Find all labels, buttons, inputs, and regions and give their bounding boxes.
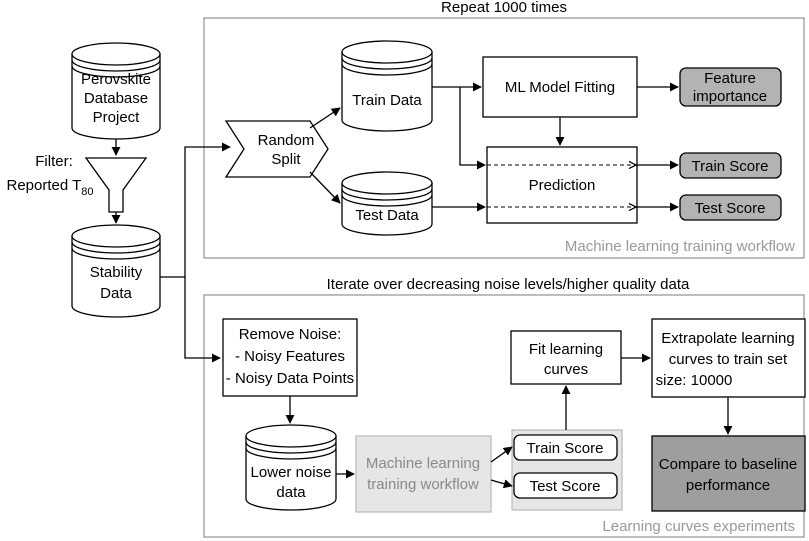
feature-importance-box <box>679 67 782 107</box>
filter-label-line1: Filter: <box>35 153 73 170</box>
filter-funnel-icon <box>84 157 148 213</box>
extrapolate-line1: Extrapolate learning <box>661 330 794 347</box>
fit-learning-curves-box <box>510 330 622 385</box>
workflow-panel-header: Repeat 1000 times <box>441 0 567 16</box>
test-score-box <box>679 194 782 221</box>
arrow-stability-to-remove-noise <box>184 277 221 363</box>
stability-data-cylinder: Stability Data <box>71 224 161 318</box>
extrapolate-box <box>651 318 806 398</box>
ml-workflow-line1: Machine learning <box>366 455 480 472</box>
lower-noise-line1: Lower noise <box>251 464 332 481</box>
test-data-cylinder: Test Data <box>341 171 433 236</box>
curves-panel-frame <box>203 294 805 538</box>
feature-importance-line1: Feature <box>704 70 756 87</box>
ml-workflow-box <box>355 435 492 513</box>
fit-curves-line2: curves <box>544 361 588 378</box>
arrow-split-to-test <box>309 171 341 204</box>
test-data-label: Test Data <box>355 207 419 224</box>
extrapolate-line3: size: 10000 <box>656 372 733 389</box>
prediction-label: Prediction <box>529 177 596 194</box>
curves-panel-footer: Learning curves experiments <box>602 518 795 535</box>
ml-model-fitting-box <box>482 56 638 118</box>
lc-test-score-label: Test Score <box>530 478 601 495</box>
lc-test-score-box <box>513 472 618 499</box>
extrapolate-line2: curves to train set <box>669 351 788 368</box>
feature-importance-line2: importance <box>693 88 767 105</box>
arrow-train-to-prediction <box>459 87 486 170</box>
perovskite-database-cylinder: Perovskite Database Project <box>71 42 161 140</box>
lc-train-score-box <box>513 434 618 461</box>
lc-train-score-label: Train Score <box>527 440 604 457</box>
random-split-line2: Split <box>271 151 301 168</box>
remove-noise-box <box>222 318 358 397</box>
arrow-stability-to-random-split <box>160 142 231 278</box>
remove-noise-line1: Remove Noise: <box>239 326 342 343</box>
source-label-line1: Perovskite <box>81 71 151 88</box>
fit-curves-line1: Fit learning <box>529 341 603 358</box>
prediction-box <box>486 146 638 224</box>
stability-label-line2: Data <box>100 285 132 302</box>
remove-noise-line2: - Noisy Features <box>235 348 345 365</box>
remove-noise-line3: - Noisy Data Points <box>226 370 354 387</box>
train-data-label: Train Data <box>352 92 422 109</box>
ml-workflow-line2: training workflow <box>367 476 479 493</box>
workflow-panel-footer: Machine learning training workflow <box>565 238 795 255</box>
arrow-workflow-to-test-score <box>490 479 513 489</box>
filter-label-line2: Reported T80 <box>6 177 93 198</box>
random-split-shape: Random Split <box>224 120 329 178</box>
ml-model-fitting-label: ML Model Fitting <box>505 79 615 96</box>
source-label-line2: Database <box>84 90 148 107</box>
train-score-label: Train Score <box>692 158 769 175</box>
train-score-box <box>679 152 782 179</box>
source-label-line3: Project <box>93 109 141 126</box>
compare-line2: performance <box>686 477 770 494</box>
arrow-split-to-train <box>309 107 341 129</box>
train-data-cylinder: Train Data <box>341 40 433 132</box>
lower-noise-data-cylinder: Lower noise data <box>245 424 337 511</box>
compare-line1: Compare to baseline <box>659 456 797 473</box>
curves-panel-header: Iterate over decreasing noise levels/hig… <box>327 276 690 293</box>
random-split-line1: Random <box>258 132 315 149</box>
test-score-label: Test Score <box>695 200 766 217</box>
stability-label-line1: Stability <box>90 264 143 281</box>
compare-baseline-box <box>651 435 806 512</box>
lower-noise-line2: data <box>276 484 306 501</box>
arrow-workflow-to-train-score <box>490 446 513 463</box>
workflow-panel-frame <box>203 17 805 259</box>
